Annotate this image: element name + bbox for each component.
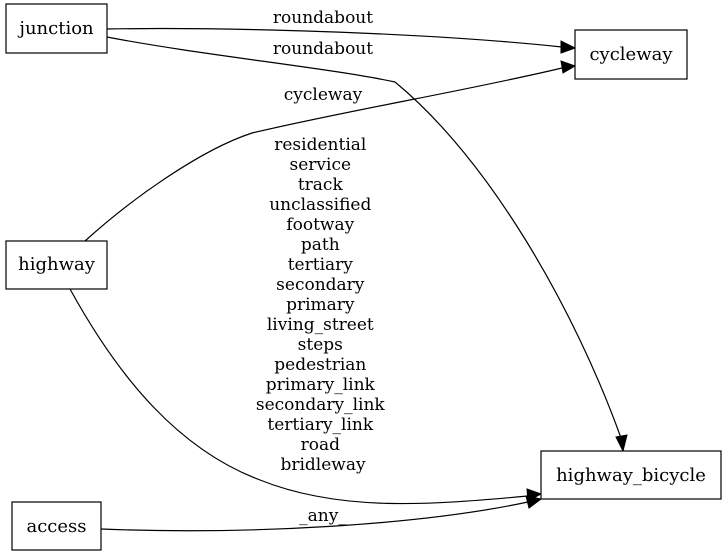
edge-label-unclassified: unclassified	[269, 195, 371, 215]
edge-label-cycleway: cycleway	[284, 85, 363, 105]
edge-label-primary-link: primary_link	[266, 375, 376, 395]
edge-label-residential: residential	[274, 135, 366, 155]
edge-junction-to-highway-bicycle: roundabout	[106, 36, 628, 453]
node-access: access	[11, 501, 102, 551]
node-cycleway: cycleway	[574, 29, 688, 80]
edge-label-primary: primary	[286, 295, 355, 315]
edge-label-tertiary: tertiary	[288, 255, 354, 275]
node-junction: junction	[5, 3, 108, 54]
edge-highway-to-highway-bicycle: residential service track unclassified f…	[69, 135, 543, 505]
edge-label-path: path	[301, 235, 340, 255]
edge-label-bridleway: bridleway	[280, 455, 366, 475]
edge-label-highway-values: residential service track unclassified f…	[256, 135, 390, 475]
node-label-highway-bicycle: highway_bicycle	[556, 465, 706, 486]
edge-label-living-street: living_street	[267, 315, 374, 335]
edge-label-track: track	[298, 175, 344, 195]
node-label-junction: junction	[17, 18, 94, 39]
node-highway: highway	[5, 240, 108, 290]
edge-access-to-highway-bicycle: _any_	[100, 495, 543, 532]
node-label-highway: highway	[18, 254, 96, 275]
edge-label-tertiary-link: tertiary_link	[267, 415, 373, 435]
edge-junction-to-cycleway: roundabout	[106, 8, 577, 54]
node-highway-bicycle: highway_bicycle	[540, 450, 722, 500]
node-label-cycleway: cycleway	[589, 44, 673, 65]
edge-label-steps: steps	[298, 335, 343, 355]
edge-label-secondary-link: secondary_link	[256, 395, 386, 415]
edge-label-roundabout-1: roundabout	[273, 8, 373, 28]
edge-label-pedestrian: pedestrian	[274, 355, 366, 375]
edge-label-any: _any_	[299, 506, 347, 526]
node-label-access: access	[26, 516, 86, 537]
edge-label-road: road	[301, 435, 340, 455]
edge-label-footway: footway	[286, 215, 354, 235]
edge-label-service: service	[290, 155, 352, 175]
edge-label-roundabout-2: roundabout	[273, 39, 373, 59]
edge-highway-to-cycleway: cycleway	[84, 60, 577, 242]
edge-label-secondary: secondary	[276, 275, 365, 295]
